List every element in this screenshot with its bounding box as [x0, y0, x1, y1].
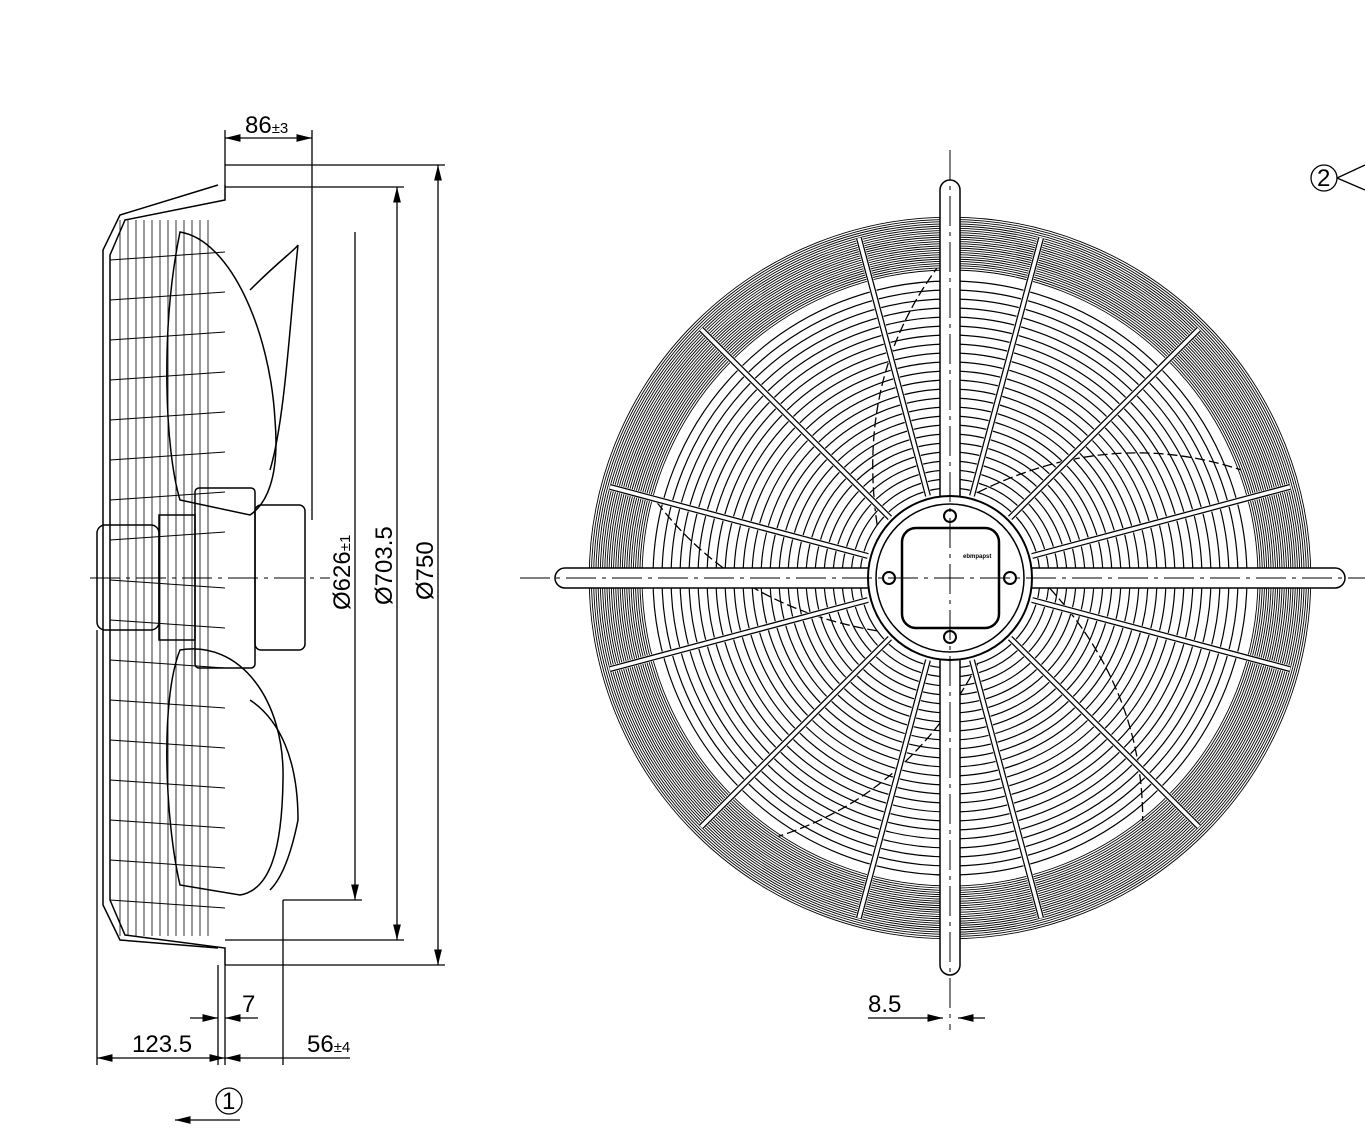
callout-2-label: 2 [1317, 165, 1330, 192]
dim-703-label: Ø703.5 [371, 526, 398, 605]
callout-1-label: 1 [222, 1088, 235, 1115]
blade-lower [166, 648, 284, 896]
guard-wire [109, 819, 226, 829]
motor-ring-inner [875, 503, 1025, 653]
blade-edge [977, 452, 1241, 493]
spoke-inner [970, 659, 1043, 919]
blade-lower-rear [249, 699, 299, 891]
spoke-inner [1008, 327, 1201, 520]
callout-circle-1 [215, 1087, 243, 1115]
ebmpapst-logo: ebmpapst [963, 554, 991, 560]
guard-wire [109, 699, 226, 709]
dim-750-label: Ø750 [412, 541, 439, 600]
front-view [520, 150, 1365, 1030]
guard-wire [109, 579, 226, 589]
spoke-inner [857, 237, 930, 497]
side-view [90, 184, 330, 965]
guard-wire [109, 859, 226, 869]
dim-86-label: 86±3 [245, 112, 288, 139]
guard-spokes [609, 237, 1291, 919]
spoke-inner [609, 485, 869, 558]
blade-upper-rear [249, 244, 299, 471]
spoke-inner [970, 237, 1043, 497]
spoke-inner [699, 636, 892, 829]
dim-56-label: 56±4 [307, 1031, 350, 1058]
spoke-inner [1008, 636, 1201, 829]
guard-wire [109, 451, 226, 461]
guard-wire [109, 659, 226, 669]
callout-leader-2 [1336, 164, 1365, 179]
guard-wire [109, 899, 226, 909]
guard-wire [109, 291, 226, 301]
spoke-inner [857, 659, 930, 919]
dim-626-label: Ø626±1 [329, 535, 356, 610]
spoke-inner [1031, 485, 1291, 558]
blade-upper [166, 231, 277, 516]
spoke-inner [699, 327, 892, 520]
side-dimensions [96, 130, 445, 1124]
front-dimensions [868, 164, 1365, 1022]
blade-edge [872, 267, 938, 526]
blade-edge [650, 494, 878, 632]
spoke-inner [609, 598, 869, 671]
dim-85-label: 8.5 [868, 991, 901, 1018]
dim-123-label: 123.5 [132, 1031, 192, 1058]
dim-7-label: 7 [242, 991, 255, 1018]
spoke-inner [1031, 598, 1291, 671]
guard-wire [109, 251, 226, 261]
guard-wire [109, 619, 226, 629]
guard-wire [109, 531, 226, 541]
guard-wire [109, 491, 226, 501]
